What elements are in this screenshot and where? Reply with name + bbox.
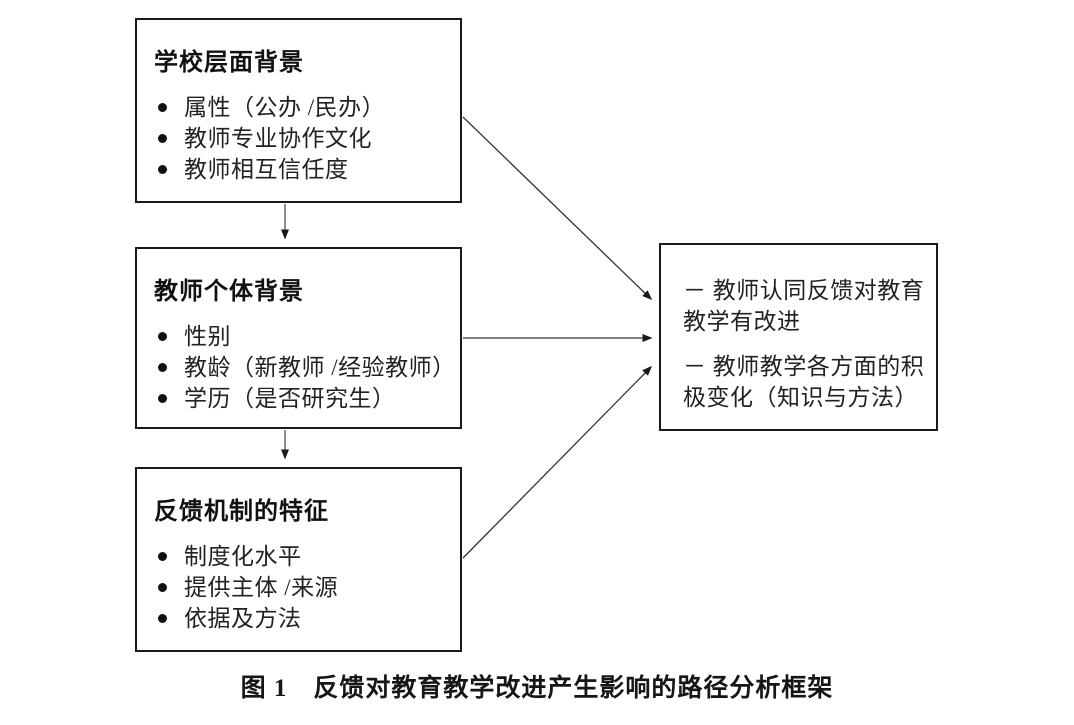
- list-item-label: 学历（是否研究生）: [184, 386, 396, 411]
- box-teacher-background: 教师个体背景 性别 教龄（新教师 /经验教师） 学历（是否研究生）: [135, 247, 462, 429]
- bullet-icon: [158, 614, 167, 623]
- list-item-label: 教师相互信任度: [184, 157, 349, 182]
- list-item-label: 教师专业协作文化: [184, 126, 372, 151]
- list-item: 教师相互信任度: [154, 154, 452, 185]
- box-feedback-title: 反馈机制的特征: [154, 499, 329, 525]
- outcome-item: － 教师教学各方面的积 极变化（知识与方法）: [683, 354, 925, 410]
- bullet-icon: [158, 332, 167, 341]
- outcome-item: － 教师认同反馈对教育 教学有改进: [683, 278, 925, 334]
- list-item: 教龄（新教师 /经验教师）: [154, 352, 456, 383]
- list-item: 学历（是否研究生）: [154, 383, 452, 414]
- list-item: 提供主体 /来源: [154, 572, 452, 603]
- box-school-title: 学校层面背景: [154, 50, 304, 76]
- list-item-label: 依据及方法: [184, 606, 302, 631]
- bullet-icon: [158, 165, 167, 174]
- bullet-icon: [158, 103, 167, 112]
- list-item-label: 制度化水平: [184, 544, 302, 569]
- list-item: 教师专业协作文化: [154, 123, 452, 154]
- box-school-background: 学校层面背景 属性（公办 /民办） 教师专业协作文化 教师相互信任度: [135, 18, 462, 203]
- list-item-label: 提供主体 /来源: [184, 575, 339, 600]
- box-outcomes: － 教师认同反馈对教育 教学有改进 － 教师教学各方面的积 极变化（知识与方法）: [659, 243, 938, 431]
- bullet-icon: [158, 134, 167, 143]
- list-item-label: 性别: [184, 324, 231, 349]
- bullet-icon: [158, 394, 167, 403]
- box-feedback-mechanism: 反馈机制的特征 制度化水平 提供主体 /来源 依据及方法: [135, 467, 462, 652]
- figure-caption: 图 1 反馈对教育教学改进产生影响的路径分析框架: [240, 675, 834, 702]
- arrow-school-to-outcome: [462, 116, 653, 301]
- list-item: 属性（公办 /民办）: [154, 92, 452, 123]
- bullet-icon: [158, 583, 167, 592]
- list-item: 依据及方法: [154, 603, 452, 634]
- list-item-label: 教龄（新教师 /经验教师）: [184, 355, 456, 380]
- list-item: 制度化水平: [154, 541, 452, 572]
- list-item: 性别: [154, 321, 452, 352]
- box-teacher-title: 教师个体背景: [154, 279, 304, 305]
- bullet-icon: [158, 552, 167, 561]
- arrow-feedback-to-outcome: [462, 365, 653, 559]
- list-item-label: 属性（公办 /民办）: [184, 95, 386, 120]
- bullet-icon: [158, 363, 167, 372]
